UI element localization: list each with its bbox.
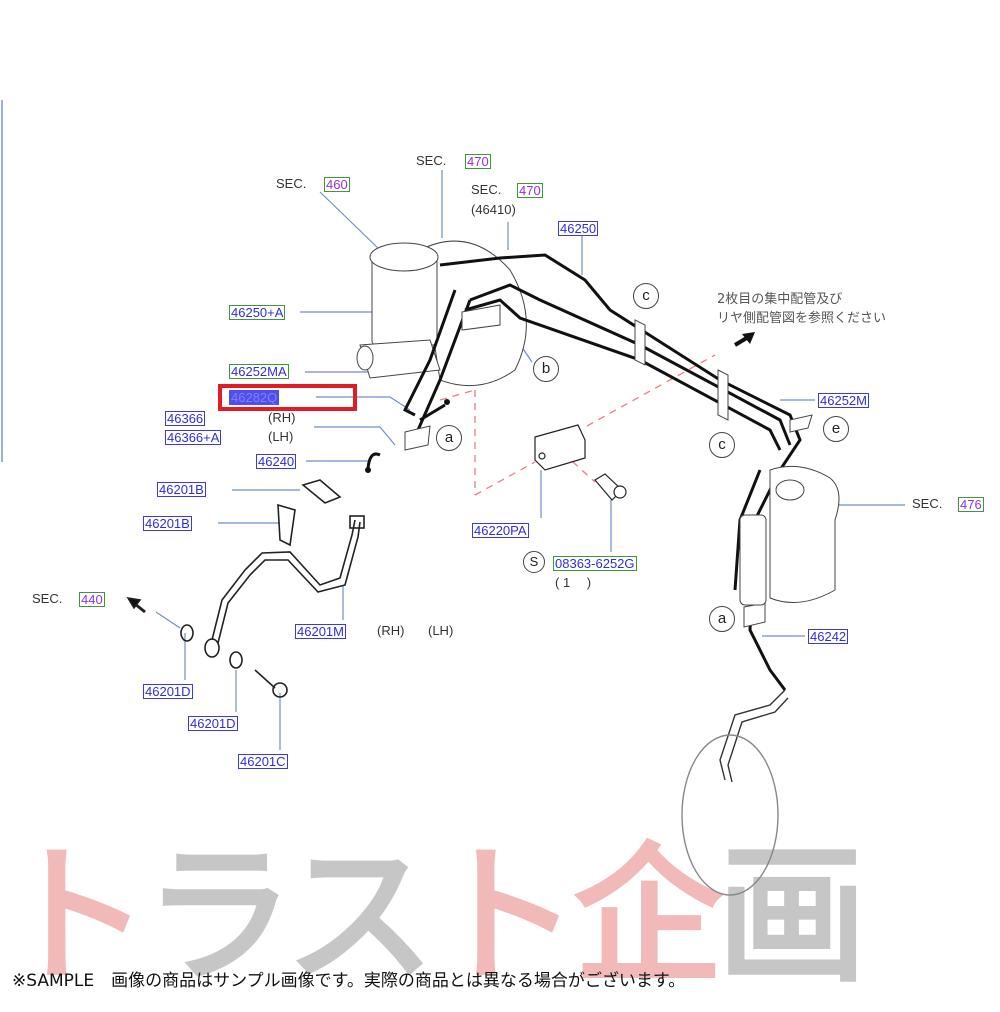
part-46201m-link[interactable]: 46201M bbox=[295, 624, 346, 639]
part-46366-link[interactable]: 46366 bbox=[165, 411, 206, 426]
note-line: リヤ側配管図を参照ください bbox=[717, 311, 887, 326]
part-46201d-link-2[interactable]: 46201D bbox=[188, 716, 238, 731]
side-label-rh: (RH) bbox=[377, 623, 405, 638]
callout-b: b bbox=[533, 356, 559, 382]
part-46201c-link[interactable]: 46201C bbox=[238, 754, 288, 769]
sec-440-link[interactable]: 440 bbox=[79, 592, 105, 607]
sec-sub-part: (46410) bbox=[471, 202, 516, 217]
part-46201b-link[interactable]: 46201B bbox=[157, 482, 206, 497]
quantity-label: ( 1 ) bbox=[555, 575, 592, 590]
sec-470-link[interactable]: 470 bbox=[465, 154, 491, 169]
part-46242-link[interactable]: 46242 bbox=[808, 629, 849, 644]
callout-e: e bbox=[823, 416, 849, 442]
sec-460-link[interactable]: 460 bbox=[324, 177, 350, 192]
sec-476-link[interactable]: 476 bbox=[958, 497, 984, 512]
part-46282q-link[interactable]: 46282Q bbox=[229, 390, 280, 405]
pressure-switch bbox=[534, 424, 627, 501]
sample-disclaimer: ※SAMPLE 画像の商品はサンプル画像です。実際の商品とは異なる場合がございま… bbox=[12, 971, 686, 991]
leader-lines bbox=[155, 170, 905, 750]
rear-piping-note: 2枚目の集中配管及び リヤ側配管図を参照ください bbox=[717, 290, 886, 328]
side-label-rh: (RH) bbox=[268, 410, 296, 425]
sec-prefix: SEC. bbox=[471, 182, 502, 197]
rear-hose bbox=[681, 689, 789, 896]
part-46250-link[interactable]: 46250 bbox=[558, 221, 599, 236]
standard-part-marker: S bbox=[523, 551, 545, 573]
part-46201d-link[interactable]: 46201D bbox=[143, 684, 193, 699]
highlight-frame bbox=[218, 384, 357, 411]
brake-hose bbox=[126, 479, 365, 698]
master-cylinder bbox=[356, 240, 527, 387]
part-46201b-link-2[interactable]: 46201B bbox=[143, 516, 192, 531]
side-label-lh: (LH) bbox=[268, 429, 294, 444]
part-46366a-link[interactable]: 46366+A bbox=[165, 430, 222, 445]
callout-a: a bbox=[436, 425, 462, 451]
part-46252m-link[interactable]: 46252M bbox=[818, 393, 869, 408]
callout-c: c bbox=[633, 283, 659, 309]
sec-prefix: SEC. bbox=[32, 591, 63, 606]
callout-c: c bbox=[709, 432, 735, 458]
sec-prefix: SEC. bbox=[276, 176, 307, 191]
sec-prefix: SEC. bbox=[416, 153, 447, 168]
part-08363-6252g-link[interactable]: 08363-6252G bbox=[553, 556, 637, 571]
part-46252ma-link[interactable]: 46252MA bbox=[229, 364, 289, 379]
part-46220pa-link[interactable]: 46220PA bbox=[472, 523, 529, 538]
side-label-lh: (LH) bbox=[428, 623, 454, 638]
note-line: 2枚目の集中配管及び bbox=[717, 292, 843, 307]
part-46240-link[interactable]: 46240 bbox=[256, 454, 297, 469]
rear-arrow bbox=[733, 332, 755, 347]
watermark-logo: トラスト企画 bbox=[0, 828, 867, 1004]
left-edge-line bbox=[1, 100, 3, 462]
part-46250a-link[interactable]: 46250+A bbox=[229, 305, 286, 320]
sec-prefix: SEC. bbox=[912, 496, 943, 511]
pipe-end bbox=[365, 467, 371, 473]
clips bbox=[404, 304, 813, 628]
sec-470-link-2[interactable]: 470 bbox=[517, 183, 543, 198]
callout-a: a bbox=[709, 606, 735, 632]
dashed-reference-lines bbox=[439, 354, 716, 496]
abs-unit bbox=[739, 465, 840, 606]
